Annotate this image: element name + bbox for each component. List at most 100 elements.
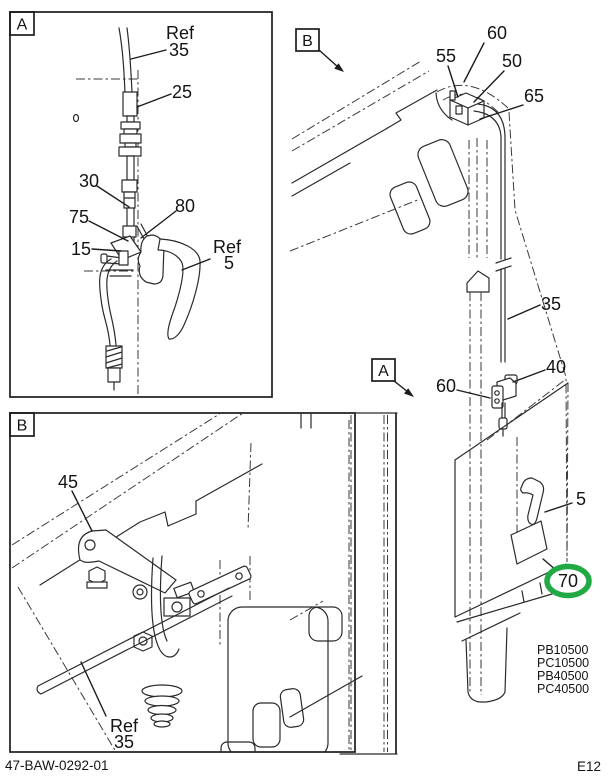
pillar-recess: [308, 606, 343, 642]
callout-40: 40: [546, 357, 566, 377]
detail-a-marker-box: [371, 358, 396, 382]
leader-50: [473, 70, 505, 103]
part-number: PB10500: [537, 643, 588, 657]
main-view: B A: [289, 23, 592, 755]
channel-upper: [468, 138, 488, 258]
detail-a-arrow: [393, 380, 409, 393]
callout-5: 5: [576, 489, 586, 509]
page-code: E12: [577, 759, 601, 774]
door-right-edge: [508, 111, 568, 563]
part-number: PC10500: [537, 656, 589, 670]
detail-b-marker-label: B: [302, 33, 313, 50]
inset-a-marker-label: A: [17, 17, 28, 34]
clip-hole: [494, 398, 500, 404]
detail-b-marker-box: [295, 28, 320, 52]
inset-view-a: A: [9, 11, 273, 398]
bracket-hole: [455, 105, 463, 115]
door-handle-5: [520, 477, 545, 525]
doorframe-hidden-lines: [11, 413, 350, 752]
rod-body: [500, 135, 506, 363]
inset-a-linework: [72, 27, 211, 396]
bolt-head: [100, 253, 108, 264]
coupler-neck: [126, 115, 135, 123]
leader-ref5: [181, 258, 211, 271]
callout-35: 35: [541, 294, 561, 314]
callout-70: 70: [558, 571, 578, 591]
detail-b-arrowhead: [334, 63, 344, 72]
hex-bolt: [88, 566, 106, 585]
callout-30: 30: [79, 171, 99, 191]
callout-ref35b-num: 35: [114, 732, 134, 752]
bolt-washer: [86, 581, 108, 589]
callout-ref35b-word: Ref: [110, 716, 139, 736]
callout-60-top: 60: [487, 23, 507, 43]
bracket-hole: [84, 539, 96, 551]
leader-ref35-b: [80, 661, 107, 717]
rod-break-marks: [495, 257, 512, 272]
bolt-clip: [118, 250, 129, 266]
u-strap: [150, 555, 180, 658]
clevis-top: [121, 179, 138, 193]
part-number: PB40500: [537, 669, 588, 683]
part-number: PC40500: [537, 682, 589, 696]
leader-65: [479, 104, 524, 120]
adjuster-nut: [118, 146, 142, 157]
recess-tab: [220, 741, 256, 752]
pivot-boss: [132, 584, 148, 600]
latch-rod-35: [473, 103, 512, 363]
grommet-rib: [141, 684, 183, 698]
slotted-bar-hole: [197, 590, 205, 598]
callout-ref5-num: 5: [224, 253, 234, 273]
cable-coupler-25: [122, 91, 138, 117]
callout-ref5-word: Ref: [213, 237, 242, 257]
channel-lower-outline: [465, 627, 508, 703]
slotted-bar-hole: [235, 572, 243, 580]
leader-60-mid: [456, 389, 491, 399]
grommet-rib: [144, 695, 180, 707]
pivot-block: [163, 597, 191, 617]
detail-b-arrow: [318, 49, 339, 68]
hex-nut-hole: [138, 636, 148, 646]
clip-plate-60: [491, 385, 504, 409]
leader-5: [544, 502, 573, 513]
channel-lower-hidden: [469, 292, 482, 695]
slotted-bar: [188, 565, 252, 605]
leader-30: [96, 185, 130, 208]
door-recess-upper-2: [389, 181, 431, 235]
leader-35: [507, 304, 541, 320]
detail-a-marker-label: A: [378, 363, 389, 380]
door-corner-curve: [436, 84, 509, 114]
callout-ref35-word: Ref: [166, 23, 195, 43]
callout-80: 80: [175, 196, 195, 216]
pivot-block-hole: [171, 601, 183, 613]
grommet-rib: [147, 704, 177, 716]
inset-a-border: [9, 11, 273, 398]
leader-ref35: [130, 49, 167, 60]
door-handle-ref5: [157, 238, 201, 340]
latch-rod-ref35: [36, 587, 233, 695]
panel-hidden-lines: [516, 382, 569, 563]
recess-tab: [279, 688, 305, 728]
highlighted-callout-70: 70: [544, 563, 592, 599]
inset-b-border: [9, 412, 356, 753]
inset-view-b: B: [9, 412, 356, 753]
washer: [123, 128, 138, 135]
leader-75: [88, 220, 129, 242]
cover-plate-70: [510, 520, 548, 565]
grommet-rib: [153, 720, 171, 728]
clevis-pin: [173, 581, 195, 599]
callout-50: 50: [502, 51, 522, 71]
leader-55: [447, 65, 459, 98]
callout-60-mid: 60: [436, 376, 456, 396]
recess-tab: [252, 702, 281, 748]
drawing-number: 47-BAW-0292-01: [5, 758, 109, 773]
connector-tip: [107, 367, 121, 383]
bracket-cutout: [435, 92, 453, 121]
leader-25: [136, 93, 172, 108]
bracket-screw-55: [449, 90, 456, 101]
door-pillar: [289, 412, 398, 755]
latch-cable: [118, 27, 133, 93]
callout-15: 15: [71, 239, 91, 259]
